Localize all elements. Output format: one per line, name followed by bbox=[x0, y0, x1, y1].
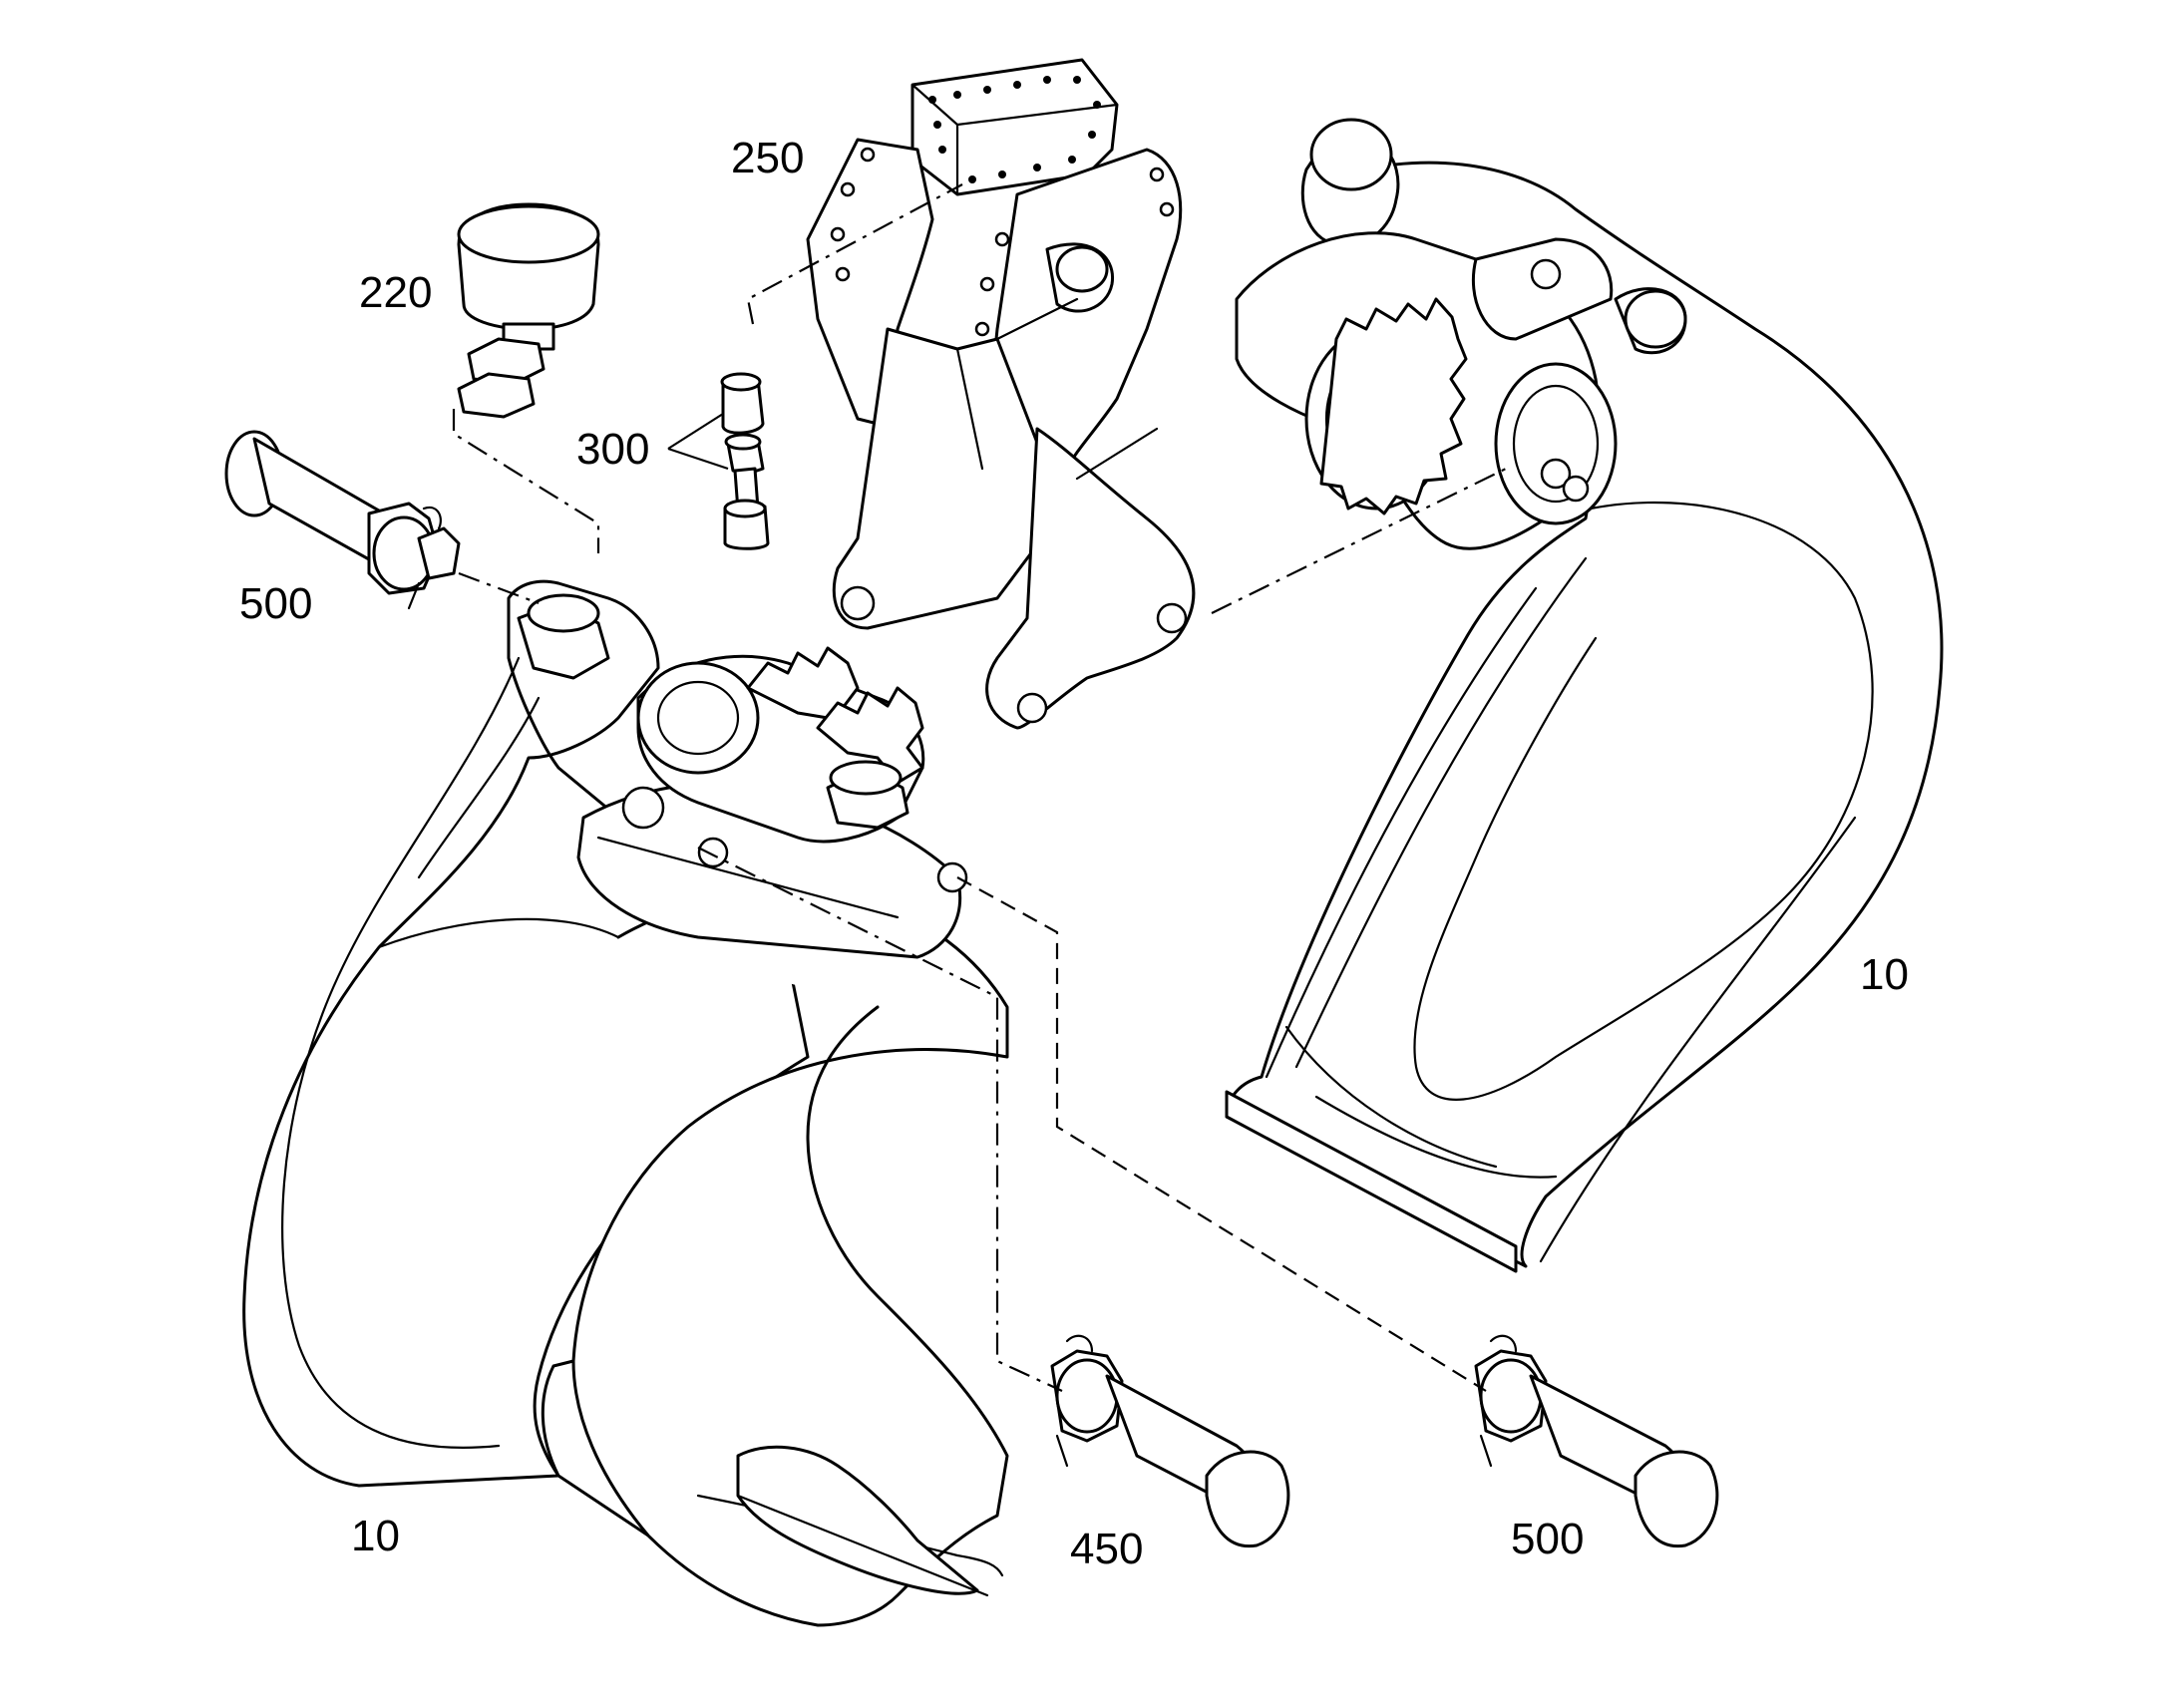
label-220: 220 bbox=[359, 268, 432, 317]
pin-500-top bbox=[224, 430, 461, 610]
grapple-arm-right bbox=[1225, 118, 1944, 1273]
label-500-bottom: 500 bbox=[1511, 1515, 1584, 1563]
label-10-right: 10 bbox=[1860, 950, 1909, 999]
assembly-centerlines bbox=[452, 183, 1507, 1392]
plate-holes bbox=[830, 147, 1175, 337]
label-10-left: 10 bbox=[351, 1512, 400, 1560]
label-250: 250 bbox=[731, 134, 804, 182]
label-500-top: 500 bbox=[239, 579, 312, 628]
leader-300 bbox=[667, 413, 729, 471]
pin-450 bbox=[1050, 1334, 1290, 1548]
buffer-part bbox=[457, 202, 600, 419]
label-450: 450 bbox=[1070, 1525, 1143, 1573]
label-300: 300 bbox=[576, 425, 649, 474]
pin-500-bottom bbox=[1474, 1334, 1719, 1548]
rotator-bracket bbox=[806, 58, 1196, 730]
bushing-and-screw bbox=[720, 372, 770, 550]
part-labels: 250 220 300 500 10 10 450 500 bbox=[239, 134, 1909, 1573]
grapple-arm-left bbox=[242, 579, 1009, 1627]
bolt-hole-pattern bbox=[928, 76, 1101, 183]
